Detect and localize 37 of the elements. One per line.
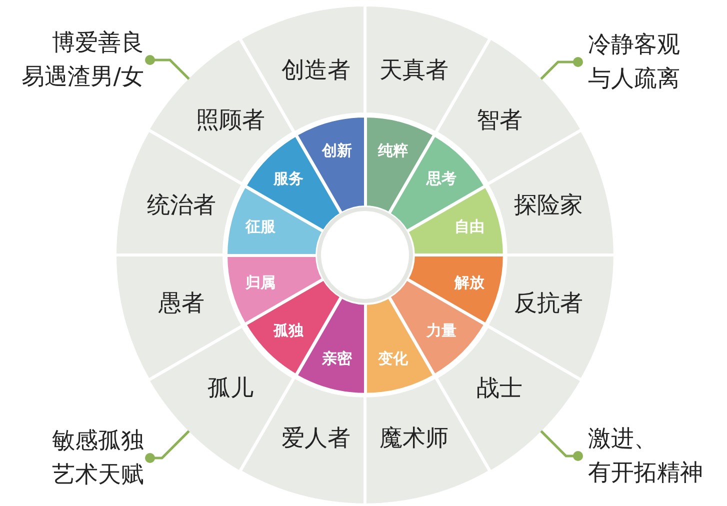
archetype-label: 孤儿 <box>208 378 254 401</box>
archetype-label: 天真者 <box>380 60 449 83</box>
annotation-text: 冷静客观 <box>588 31 681 60</box>
archetype-label: 智者 <box>476 109 522 132</box>
value-label: 亲密 <box>322 352 352 367</box>
archetype-label: 创造者 <box>281 60 350 83</box>
archetype-label: 魔术师 <box>380 427 449 450</box>
leader-line <box>145 55 190 80</box>
value-label: 思考 <box>426 171 456 186</box>
value-label: 创新 <box>322 143 352 158</box>
annotation-text: 激进、 <box>588 425 658 454</box>
archetype-label: 探险家 <box>514 194 584 218</box>
annotation-text: 博爱善良 <box>51 29 144 58</box>
annotation-text: 与人疏离 <box>588 65 681 94</box>
value-label: 自由 <box>454 220 484 235</box>
archetype-label: 照顾者 <box>196 109 266 132</box>
value-label: 解放 <box>454 275 484 290</box>
center-circle <box>317 207 413 303</box>
value-label: 变化 <box>378 352 408 367</box>
value-label: 孤独 <box>274 324 304 339</box>
value-label: 征服 <box>246 220 276 235</box>
archetype-label: 愚者 <box>158 292 204 316</box>
annotation-text: 艺术天赋 <box>51 461 144 490</box>
archetype-label: 统治者 <box>146 194 216 218</box>
annotation-text: 敏感孤独 <box>51 427 144 456</box>
archetype-label: 爱人者 <box>281 427 350 450</box>
leader-line <box>540 57 583 80</box>
value-label: 归属 <box>246 275 276 290</box>
archetype-label: 战士 <box>476 378 522 401</box>
annotation-text: 有开拓精神 <box>588 459 704 488</box>
annotation-text: 易遇渣男/女 <box>20 63 144 92</box>
value-label: 力量 <box>426 324 456 339</box>
archetype-label: 反抗者 <box>514 292 584 316</box>
leader-line <box>145 430 190 463</box>
leader-line <box>540 430 583 461</box>
value-label: 服务 <box>274 171 304 186</box>
value-label: 纯粹 <box>378 143 408 158</box>
